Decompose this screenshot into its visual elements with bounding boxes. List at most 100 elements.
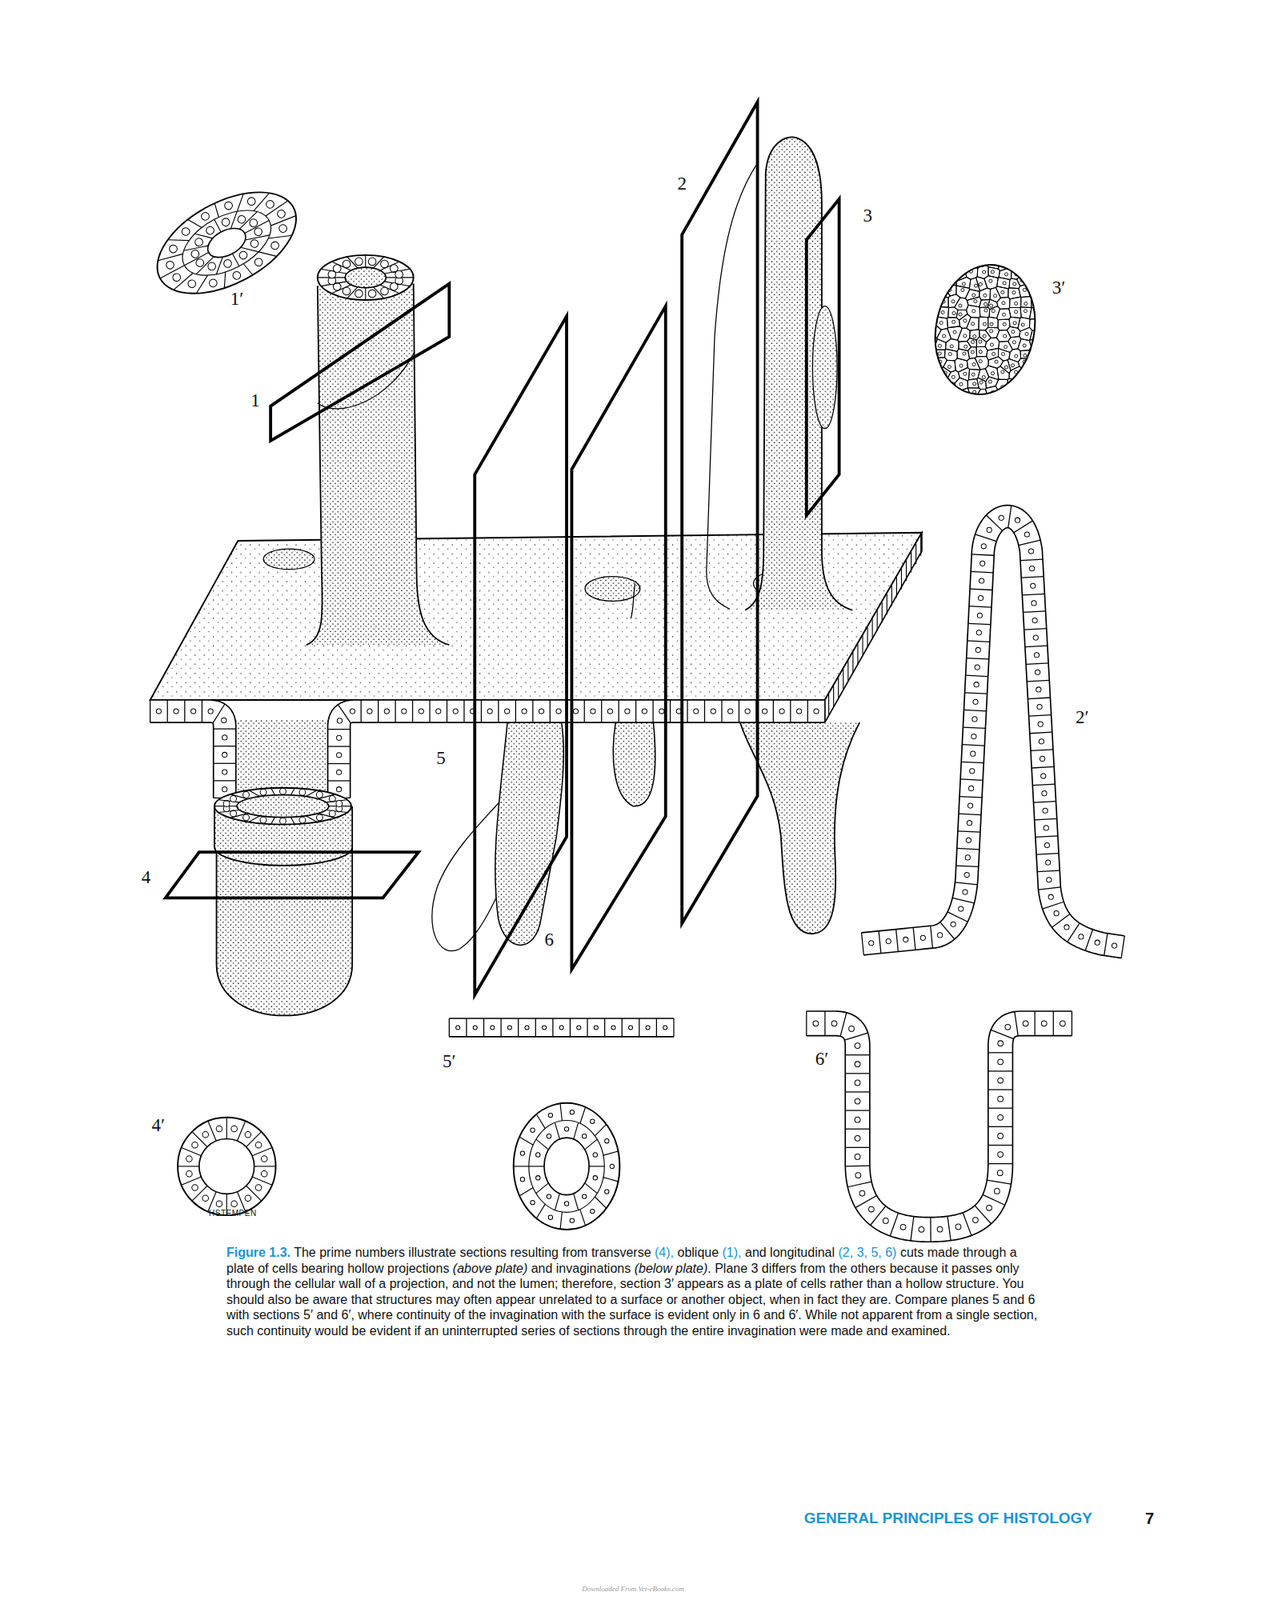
plane-number: 1 <box>248 391 262 412</box>
epithelium-strip <box>773 700 774 723</box>
epithelium-strip <box>869 1206 875 1213</box>
epithelium-strip <box>328 729 351 730</box>
epithelium-strip <box>624 709 630 714</box>
plate-edge <box>915 544 917 565</box>
epithelium-strip <box>517 1018 519 1038</box>
cell-ring <box>177 1117 276 1216</box>
cell-ring <box>252 226 264 237</box>
cell-ring <box>569 1109 574 1114</box>
epithelium-strip <box>394 700 396 723</box>
epithelium-strip <box>652 700 654 723</box>
epithelium-strip <box>350 722 826 798</box>
epithelium-strip <box>222 735 228 741</box>
epithelium-strip <box>524 1025 529 1030</box>
cell-plate-section <box>929 320 934 324</box>
cell-plate-section <box>1000 360 1011 374</box>
epithelium-strip <box>483 1018 485 1038</box>
cell-plate-section <box>941 310 945 314</box>
epithelium-strip <box>336 753 342 758</box>
cell-plate-section <box>1013 282 1017 286</box>
epithelium-strip <box>1094 940 1100 946</box>
epithelium-strip <box>964 872 970 878</box>
epithelium-strip <box>970 571 994 573</box>
cell-ring <box>513 1103 621 1230</box>
cell-plate-section <box>989 322 994 326</box>
cell-ring <box>254 1165 277 1167</box>
cell-plate-section <box>988 316 998 328</box>
cell-ring <box>181 1147 202 1156</box>
cell-plate-section <box>931 355 935 359</box>
epithelium-strip <box>487 709 493 714</box>
cell-plate-section <box>1004 345 1008 349</box>
cell-plate <box>825 532 922 723</box>
cell-ring <box>238 250 249 261</box>
cell-plate-section <box>982 270 986 274</box>
epithelium-strip <box>586 1018 588 1038</box>
cell-ring <box>536 1153 541 1158</box>
cell-ring <box>519 1137 533 1146</box>
epithelium-strip <box>975 647 981 653</box>
epithelium-strip <box>584 700 585 723</box>
epithelium-strip <box>693 709 699 714</box>
plate-edge <box>852 653 854 674</box>
epithelium-strip <box>1046 877 1052 883</box>
cell-plate-section <box>1013 321 1017 325</box>
cell-plate-section <box>1024 301 1028 305</box>
left-projection <box>306 285 323 646</box>
cell-plate-section <box>903 332 938 354</box>
epithelium-strip <box>920 935 926 941</box>
epithelium-strip <box>986 1180 1011 1185</box>
epithelium-strip <box>336 787 342 793</box>
cell-ring <box>214 788 352 826</box>
epithelium-strip <box>1085 929 1093 951</box>
epithelium-strip <box>966 658 990 660</box>
cell-plate-section <box>972 293 976 297</box>
cell-ring <box>231 1201 238 1208</box>
cell-ring <box>243 814 250 822</box>
epithelium-strip <box>328 780 351 782</box>
epithelium-strip <box>974 1205 991 1225</box>
epithelium-strip <box>1024 628 1047 631</box>
cell-ring <box>536 1176 541 1181</box>
cell-plate-section <box>1023 353 1027 357</box>
cell-plate-section <box>973 334 977 338</box>
epithelium-strip <box>710 709 716 714</box>
epithelium-strip <box>1045 860 1051 866</box>
cell-plate-section <box>1034 288 1038 293</box>
cell-ring <box>248 217 259 229</box>
epithelium-strip <box>882 1218 889 1225</box>
cell-ring <box>590 1119 595 1124</box>
epithelium-strip <box>903 937 909 942</box>
cell-ring <box>140 171 313 315</box>
epithelium-strip <box>970 751 976 757</box>
epithelium-strip <box>859 1190 866 1197</box>
plate-edge <box>901 568 902 590</box>
cell-ring <box>186 1170 193 1178</box>
cell-ring <box>248 790 261 798</box>
section-plane <box>270 284 449 441</box>
plate-edge <box>872 619 874 641</box>
epithelium-strip <box>910 1217 914 1242</box>
epithelium-strip <box>465 1018 467 1038</box>
cell-plate-section <box>985 386 1011 422</box>
epithelium-strip <box>686 700 688 723</box>
epithelium-strip <box>1020 559 1043 561</box>
epithelium-strip <box>997 1096 1004 1102</box>
epithelium-strip <box>840 1013 847 1038</box>
epithelium-strip <box>845 1073 870 1074</box>
cell-ring <box>584 1183 597 1194</box>
cell-ring <box>171 272 182 283</box>
epithelium-strip <box>967 803 973 809</box>
cell-ring <box>244 1131 252 1138</box>
cell-plate-section <box>937 352 942 356</box>
epithelium-strip <box>960 779 983 781</box>
section-number: 4′ <box>149 1115 167 1136</box>
plate-edge <box>896 576 898 598</box>
epithelium-strip <box>1021 576 1044 579</box>
epithelium-strip <box>963 709 986 711</box>
cell-plate-section <box>933 349 946 358</box>
epithelium-strip <box>1041 773 1046 779</box>
epithelium-strip <box>861 933 865 956</box>
cell-plate-section <box>1001 301 1006 305</box>
epithelium-strip <box>1036 687 1042 693</box>
